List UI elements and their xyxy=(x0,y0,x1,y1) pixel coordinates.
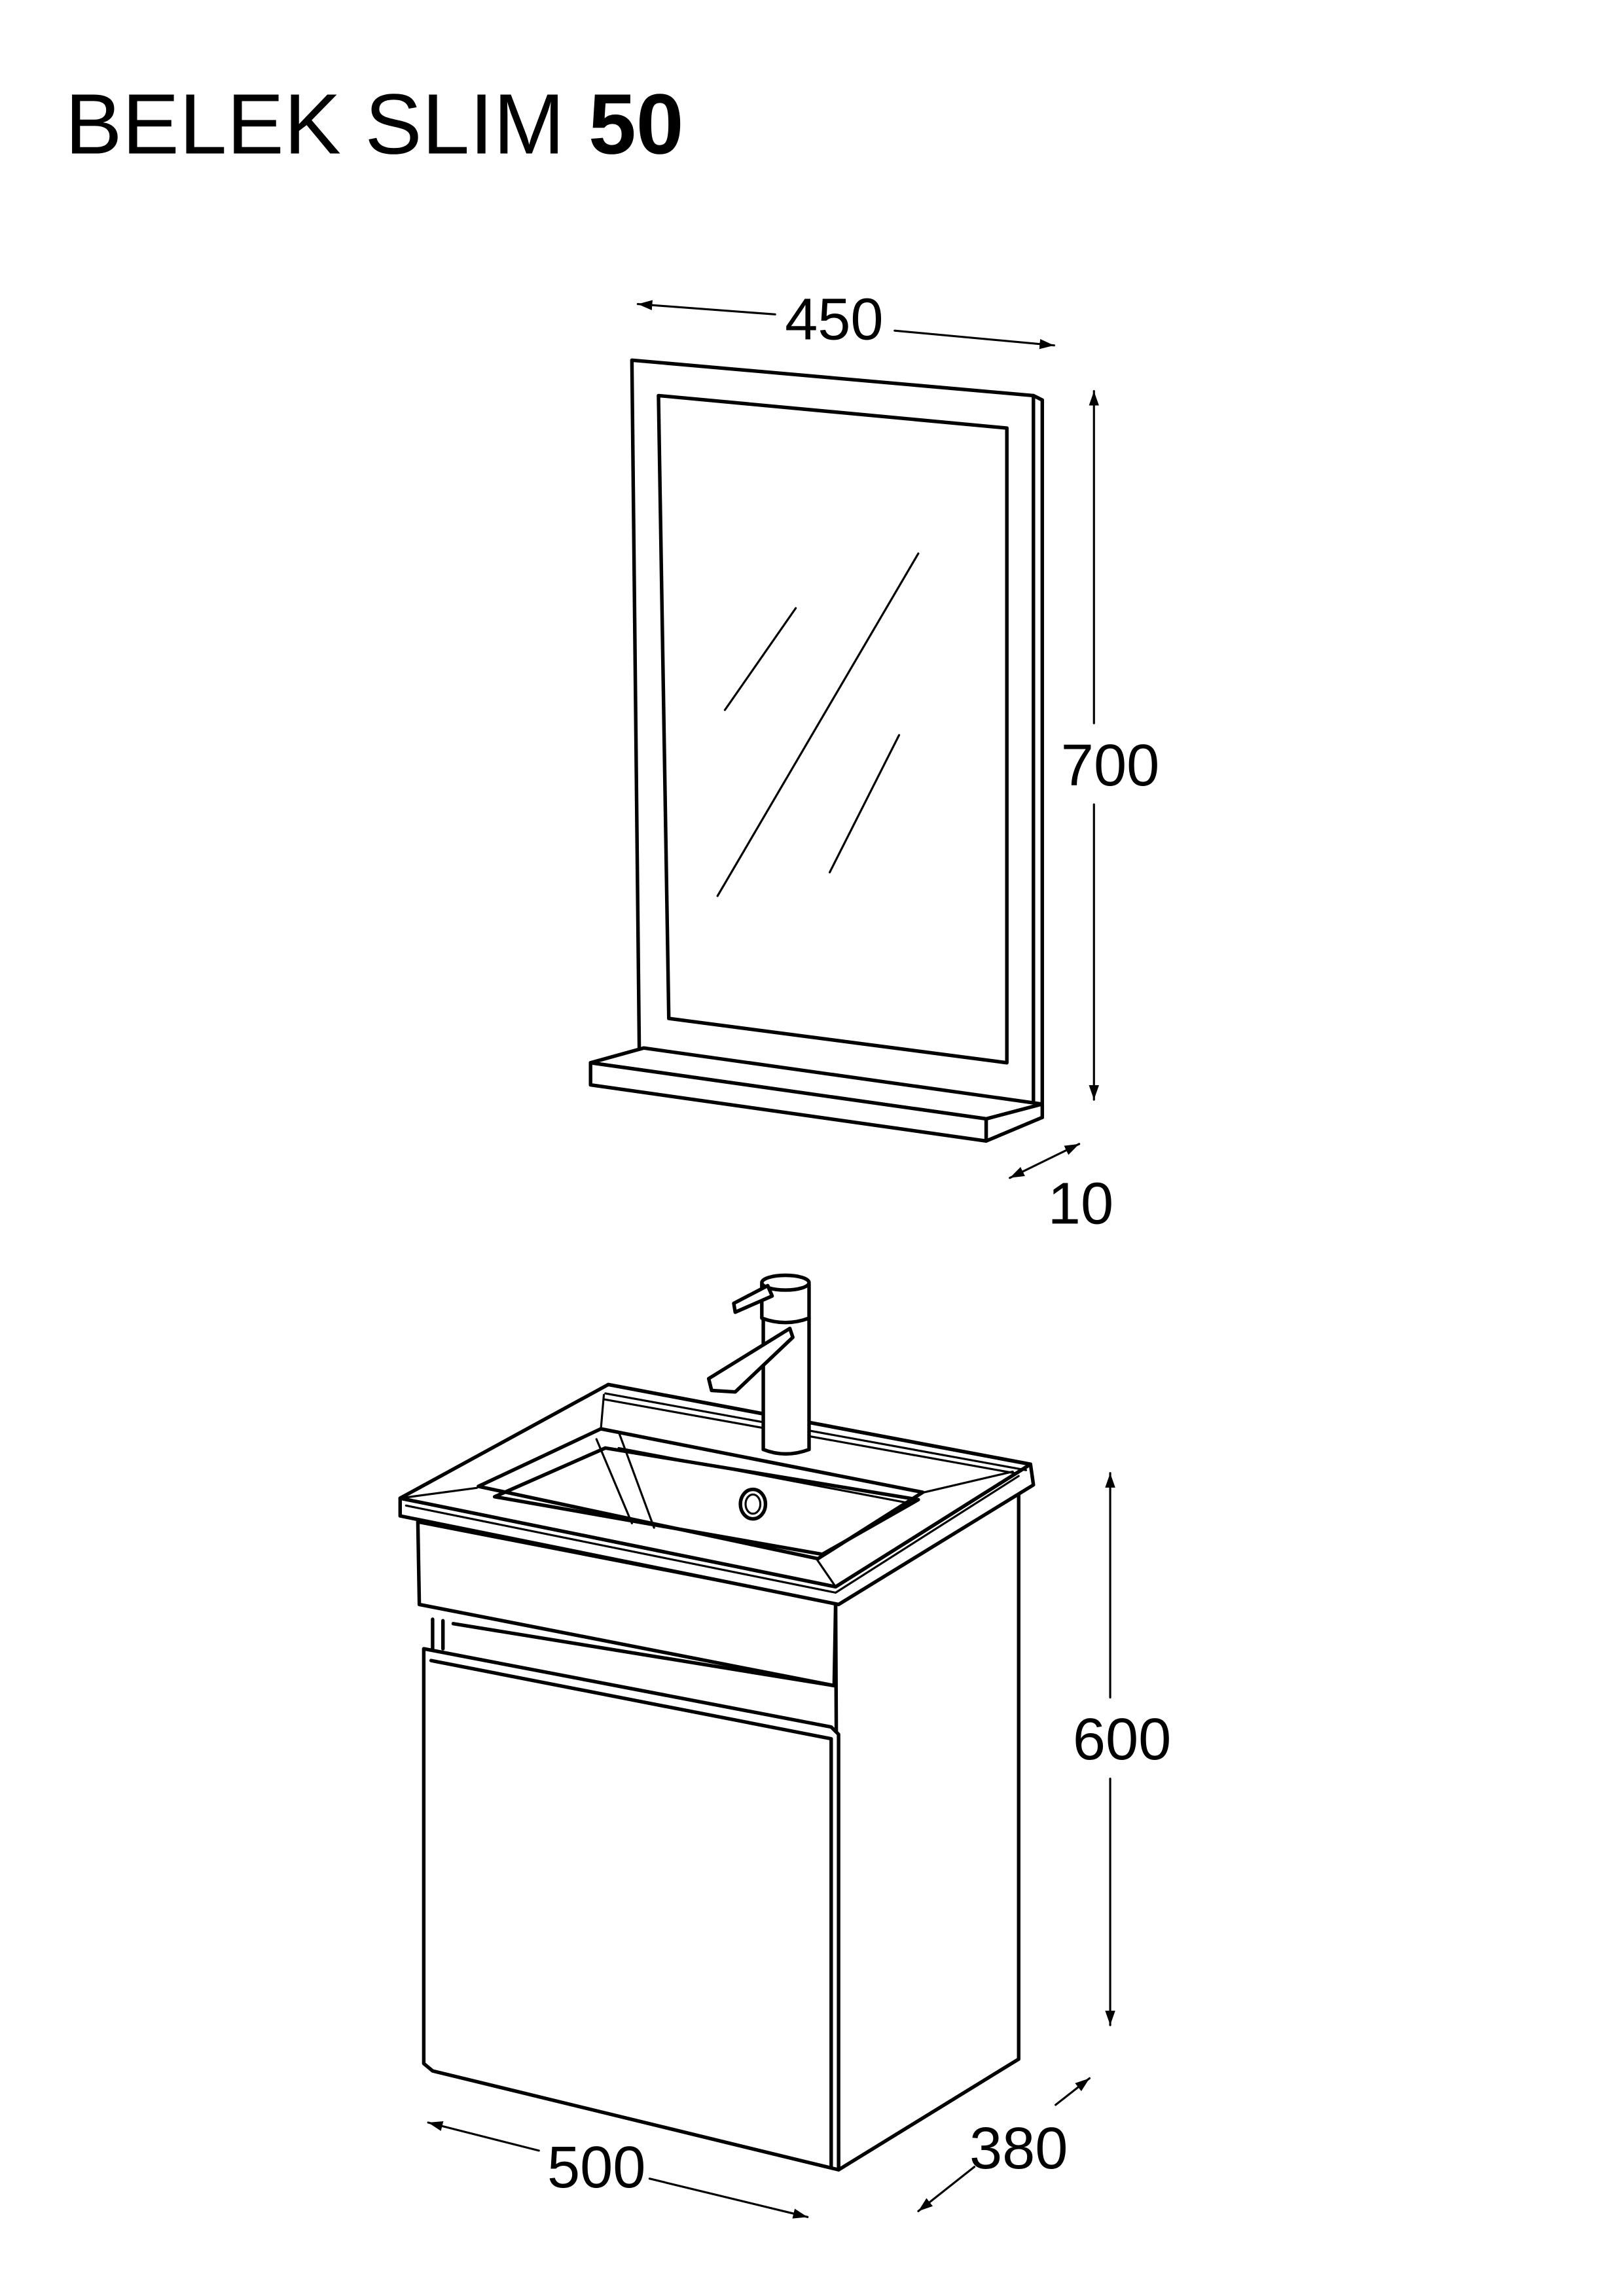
dimension-arrow-cabinet-width xyxy=(427,2121,540,2152)
faucet-head xyxy=(760,1282,811,1325)
mirror-glass xyxy=(657,393,1009,1065)
faucet xyxy=(706,1273,811,1456)
cabinet-door xyxy=(422,1647,840,2172)
cabinet-side xyxy=(833,1492,1020,2172)
product-title: BELEK SLIM 50 xyxy=(65,77,683,172)
drawing-line xyxy=(399,1393,1014,1588)
dimension-mirror-width: 450 xyxy=(785,287,883,353)
drain-icon xyxy=(738,1487,768,1521)
dimension-arrow-mirror-width xyxy=(636,300,776,315)
dimension-arrow-mirror-width xyxy=(893,329,1055,350)
drawing-line xyxy=(429,1659,833,2169)
drawing-line xyxy=(984,1102,1045,1143)
dimension-arrow-shelf-depth xyxy=(1009,1143,1081,1179)
dimension-arrow-cabinet-width xyxy=(648,2178,809,2219)
dimension-arrow-cabinet-depth xyxy=(917,2166,976,2212)
glass-reflection xyxy=(723,607,797,711)
mirror-frame xyxy=(630,358,1045,1121)
dimension-cabinet-width: 500 xyxy=(547,2134,645,2200)
faucet-spout xyxy=(706,1326,795,1394)
drawing-line xyxy=(760,1273,811,1292)
washbasin xyxy=(398,1382,1036,1607)
drawing-line xyxy=(405,1475,1020,1594)
dimension-cabinet-height: 600 xyxy=(1073,1706,1171,1772)
drawing-line xyxy=(595,1430,908,1529)
drawing-line xyxy=(744,1493,762,1515)
faucet-lever xyxy=(732,1283,774,1314)
dimension-arrow-cabinet-depth xyxy=(1055,2077,1091,2106)
glass-reflection xyxy=(828,734,901,874)
drawing-line xyxy=(431,1617,837,1688)
vanity-cabinet xyxy=(416,1492,1020,2172)
dimension-cabinet-depth: 380 xyxy=(969,2115,1068,2181)
product-size: 50 xyxy=(588,77,683,172)
dimension-shelf-depth: 10 xyxy=(1048,1171,1113,1237)
basin-bowl xyxy=(492,1446,920,1556)
mirror xyxy=(588,358,1045,1143)
dimension-mirror-height: 700 xyxy=(1061,732,1159,798)
drawing-line xyxy=(606,1382,1032,1466)
product-name: BELEK SLIM xyxy=(65,77,564,172)
glass-reflection xyxy=(716,552,920,897)
